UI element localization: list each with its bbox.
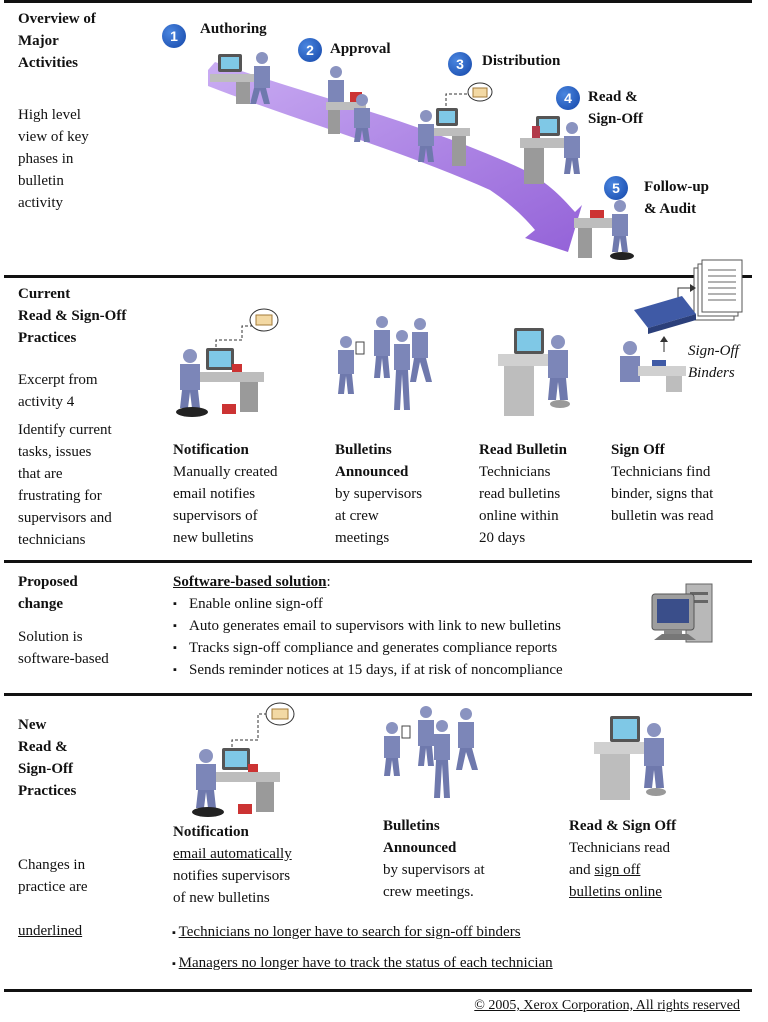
benefit-item: ▪ Managers no longer have to track the s…	[172, 952, 553, 975]
notification-workstation-icon	[176, 308, 279, 417]
current-notification: Notification Manually created email noti…	[173, 439, 278, 549]
section-2-description: Identify current tasks, issues that are …	[18, 422, 112, 548]
new-read-signoff-workstation-icon	[594, 716, 666, 800]
solution-bullet: Sends reminder notices at 15 days, if at…	[173, 659, 563, 681]
approval-workstation-icon	[326, 66, 370, 142]
benefit-text: Managers no longer have to track the sta…	[178, 955, 553, 971]
software-solution: Software-based solution: Enable online s…	[173, 571, 563, 681]
new-notification-underlined: email automatically	[173, 846, 292, 862]
top-rule	[4, 0, 752, 3]
step-3-badge: 3	[448, 52, 472, 76]
new-notification-text: notifies supervisors of new bulletins	[173, 868, 291, 906]
step-1-badge: 1	[162, 24, 186, 48]
section-1-title: Overview of Major Activities	[18, 11, 96, 71]
step-2-label: Approval	[330, 41, 391, 57]
section-2-title: Current Read & Sign-Off Practices	[18, 286, 127, 346]
step-5-badge: 5	[604, 176, 628, 200]
solution-bullet-list: Enable online sign-off Auto generates em…	[173, 593, 563, 681]
section-3-description: Solution is software-based	[18, 629, 109, 667]
new-notification-title: Notification	[173, 824, 249, 840]
current-read-title: Read Bulletin	[479, 442, 567, 458]
current-signoff-text: Technicians find binder, signs that bull…	[611, 464, 714, 524]
current-notification-text: Manually created email notifies supervis…	[173, 464, 278, 546]
step-4-label: Read & Sign-Off	[588, 89, 644, 127]
new-readsign-line2-underlined: sign off	[594, 862, 641, 878]
section-4-title: New Read & Sign-Off Practices	[18, 717, 77, 799]
current-read-bulletin: Read Bulletin Technicians read bulletins…	[479, 439, 567, 549]
step-2-badge: 2	[298, 38, 322, 62]
section-4-rule	[4, 693, 752, 696]
new-announced-text: by supervisors at crew meetings.	[383, 862, 485, 900]
signoff-binders-label: Sign-Off Binders	[688, 343, 739, 381]
bullet-marker: ▪	[172, 927, 179, 939]
current-announced-text: by supervisors at crew meetings	[335, 486, 423, 546]
software-solution-colon: :	[326, 574, 331, 590]
section-2-rule	[4, 275, 752, 278]
computer-icon	[651, 583, 713, 643]
followup-audit-workstation-icon	[574, 200, 634, 260]
solution-bullet: Tracks sign-off compliance and generates…	[173, 637, 563, 659]
process-flow-arrow	[208, 62, 582, 252]
new-readsign-title: Read & Sign Off	[569, 818, 677, 834]
read-signoff-workstation-icon	[520, 116, 580, 184]
authoring-workstation-icon	[210, 52, 270, 104]
step-4-badge: 4	[556, 86, 580, 110]
new-bulletins-announced: Bulletins Announced by supervisors at cr…	[383, 815, 485, 903]
benefit-text: Technicians no longer have to search for…	[178, 924, 521, 940]
section-1-description: High level view of key phases in bulleti…	[18, 107, 89, 211]
new-supervisor-meeting-icon	[384, 706, 478, 798]
supervisor-meeting-icon	[338, 316, 432, 410]
new-read-sign-off: Read & Sign Off Technicians read and sig…	[569, 815, 676, 903]
section-3-rule	[4, 560, 752, 563]
current-signoff-title: Sign Off	[611, 442, 665, 458]
benefits: ▪ Technicians no longer have to search f…	[172, 921, 553, 975]
new-readsign-line1: Technicians read	[569, 840, 670, 856]
software-solution-title: Software-based solution	[173, 574, 327, 590]
bullet-marker: ▪	[172, 958, 179, 970]
solution-bullet: Auto generates email to supervisors with…	[173, 615, 563, 637]
section-4-desc-underlined: underlined	[18, 923, 83, 939]
current-sign-off: Sign Off Technicians find binder, signs …	[611, 439, 713, 527]
bottom-rule	[4, 989, 752, 992]
new-announced-title: Bulletins Announced	[383, 818, 457, 856]
step-3-label: Distribution	[482, 53, 561, 69]
section-3-title: Proposed change	[18, 574, 78, 612]
benefit-item: ▪ Technicians no longer have to search f…	[172, 921, 553, 944]
section-4-description: Changes in practice are underlined	[18, 832, 88, 942]
current-announced-title: Bulletins Announced	[335, 442, 409, 480]
new-readsign-line2: and sign off	[569, 859, 676, 881]
section-2-excerpt: Excerpt from activity 4	[18, 372, 98, 410]
new-readsign-line2-text: and	[569, 862, 595, 878]
distribution-workstation-icon	[418, 82, 493, 166]
new-notification-workstation-icon	[192, 702, 295, 817]
solution-bullet: Enable online sign-off	[173, 593, 563, 615]
section-4-desc-text: Changes in practice are	[18, 857, 88, 895]
current-notification-title: Notification	[173, 442, 249, 458]
current-read-text: Technicians read bulletins online within…	[479, 464, 561, 546]
read-bulletin-workstation-icon	[498, 328, 570, 416]
signoff-binder-workstation-icon	[620, 259, 743, 392]
step-1-label: Authoring	[200, 21, 267, 37]
current-bulletins-announced: Bulletins Announced by supervisors at cr…	[335, 439, 422, 549]
new-readsign-line3-underlined: bulletins online	[569, 884, 662, 900]
step-5-label: Follow-up & Audit	[644, 179, 710, 217]
copyright: © 2005, Xerox Corporation, All rights re…	[474, 998, 740, 1013]
new-notification: Notification email automatically notifie…	[173, 821, 292, 909]
